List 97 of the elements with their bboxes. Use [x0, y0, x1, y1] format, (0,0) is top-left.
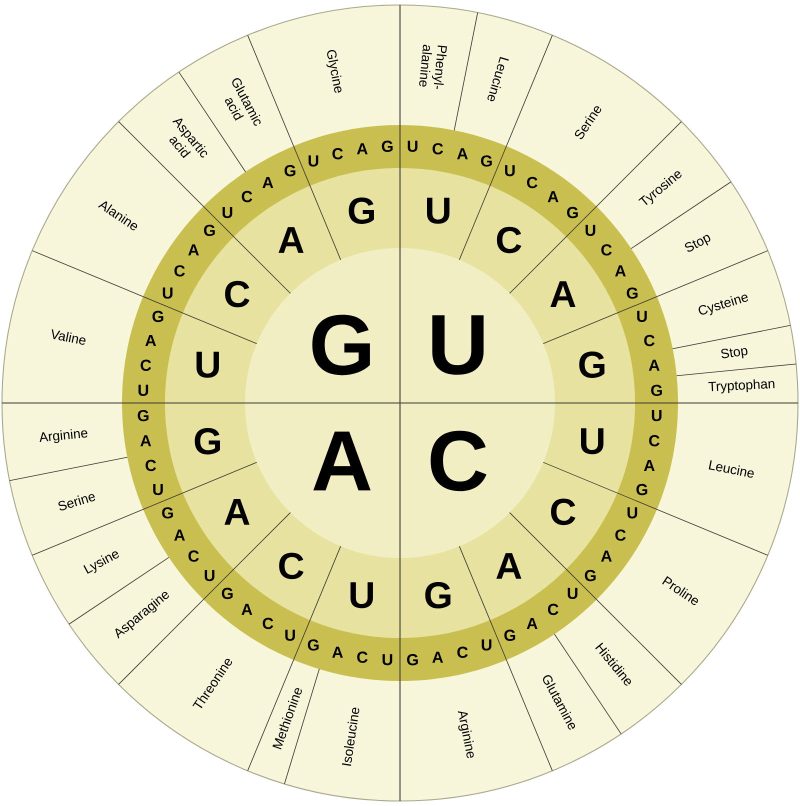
second-base-letter: A — [550, 281, 576, 307]
third-base-letter: A — [644, 460, 655, 471]
third-base-letter: G — [651, 384, 662, 396]
third-base-letter: U — [222, 207, 232, 218]
third-base-letter: U — [568, 588, 578, 599]
third-base-letter: C — [644, 334, 655, 346]
amino-acid-label: Valine — [52, 329, 86, 345]
third-base-letter: A — [262, 177, 274, 188]
third-base-letter: A — [140, 435, 152, 446]
second-base-letter: C — [279, 552, 304, 580]
amino-acid-label: Leucine — [708, 460, 754, 478]
third-base-letter: A — [601, 550, 612, 562]
amino-acid-label: Arginine — [458, 711, 474, 758]
third-base-letter: C — [527, 176, 538, 188]
third-base-letter: C — [548, 604, 558, 616]
third-base-letter: U — [162, 288, 172, 299]
third-base-letter: C — [188, 550, 199, 562]
third-base-letter: G — [308, 639, 319, 651]
third-base-letter: U — [505, 165, 515, 176]
first-base-letter: A — [313, 432, 371, 490]
third-base-letter: U — [308, 155, 318, 167]
second-base-letter: U — [427, 198, 450, 224]
third-base-letter: U — [204, 570, 214, 582]
third-base-letter: G — [138, 410, 149, 422]
amino-acid-label: Tryptophan — [708, 379, 774, 394]
third-base-letter: G — [152, 310, 164, 322]
amino-acid-label: Phenyl-alanine — [419, 44, 447, 90]
amino-acid-label: Leucine — [488, 56, 509, 102]
second-base-letter: C — [496, 226, 522, 254]
third-base-letter: G — [481, 155, 492, 167]
third-base-letter: C — [242, 190, 252, 202]
third-base-letter: U — [285, 630, 295, 641]
first-base-letter: C — [430, 430, 486, 492]
amino-acid-label: Arginine — [40, 429, 88, 444]
second-base-letter: U — [581, 428, 604, 454]
second-base-letter: A — [496, 553, 522, 579]
third-base-letter: C — [262, 618, 274, 630]
third-base-letter: U — [153, 484, 163, 496]
third-base-letter: A — [356, 143, 368, 154]
third-base-letter: C — [601, 244, 612, 256]
amino-acid-label: Glycine — [326, 50, 342, 93]
third-base-letter: U — [408, 140, 418, 152]
third-base-letter: C — [174, 265, 185, 277]
third-base-letter: A — [242, 604, 252, 615]
third-base-letter: C — [649, 435, 660, 446]
second-base-letter: A — [224, 499, 250, 525]
third-base-letter: G — [204, 224, 215, 236]
third-base-letter: G — [504, 630, 516, 641]
third-base-letter: U — [652, 410, 662, 422]
second-base-letter: C — [225, 280, 250, 308]
second-base-letter: U — [196, 352, 219, 378]
third-base-letter: A — [145, 335, 156, 346]
third-base-letter: G — [567, 206, 578, 218]
third-base-letter: G — [222, 588, 233, 600]
second-base-letter: G — [348, 198, 374, 224]
third-base-letter: U — [586, 224, 596, 236]
second-base-letter: G — [579, 352, 604, 378]
second-base-letter: C — [551, 498, 576, 526]
third-base-letter: G — [636, 484, 648, 496]
third-base-letter: A — [457, 148, 468, 160]
third-base-letter: C — [457, 646, 468, 658]
third-base-letter: C — [146, 460, 156, 472]
third-base-letter: U — [482, 639, 492, 651]
amino-acid-label: Serine — [58, 494, 96, 510]
first-base-letter: G — [312, 314, 370, 376]
third-base-letter: A — [548, 191, 558, 202]
third-base-letter: A — [188, 244, 199, 256]
third-base-letter: A — [174, 530, 185, 541]
third-base-letter: A — [615, 265, 626, 276]
third-base-letter: A — [432, 652, 444, 663]
third-base-letter: C — [140, 360, 152, 371]
third-base-letter: G — [584, 570, 596, 582]
amino-acid-label: Isoleucine — [342, 708, 360, 766]
third-base-letter: U — [138, 384, 148, 396]
third-base-letter: G — [407, 654, 418, 666]
third-base-letter: C — [357, 652, 368, 663]
first-base-letter: U — [432, 315, 484, 375]
third-base-letter: A — [648, 360, 660, 371]
third-base-letter: G — [284, 165, 296, 176]
second-base-letter: U — [350, 582, 373, 608]
amino-acid-label: Stop — [684, 234, 710, 252]
second-base-letter: A — [278, 227, 304, 253]
third-base-letter: A — [526, 618, 538, 629]
third-base-letter: G — [382, 140, 393, 152]
amino-acid-label: Stop — [721, 348, 748, 358]
third-base-letter: C — [615, 529, 626, 541]
third-base-letter: U — [382, 654, 392, 666]
third-base-letter: U — [637, 310, 647, 322]
third-base-letter: A — [332, 646, 343, 658]
amino-acid-label: Cysteine — [698, 294, 748, 316]
third-base-letter: U — [628, 507, 638, 518]
second-base-letter: G — [425, 582, 450, 608]
third-base-letter: C — [332, 148, 343, 160]
third-base-letter: C — [432, 143, 444, 154]
second-base-letter: G — [194, 428, 220, 454]
third-base-letter: G — [626, 287, 638, 299]
third-base-letter: G — [162, 507, 173, 519]
